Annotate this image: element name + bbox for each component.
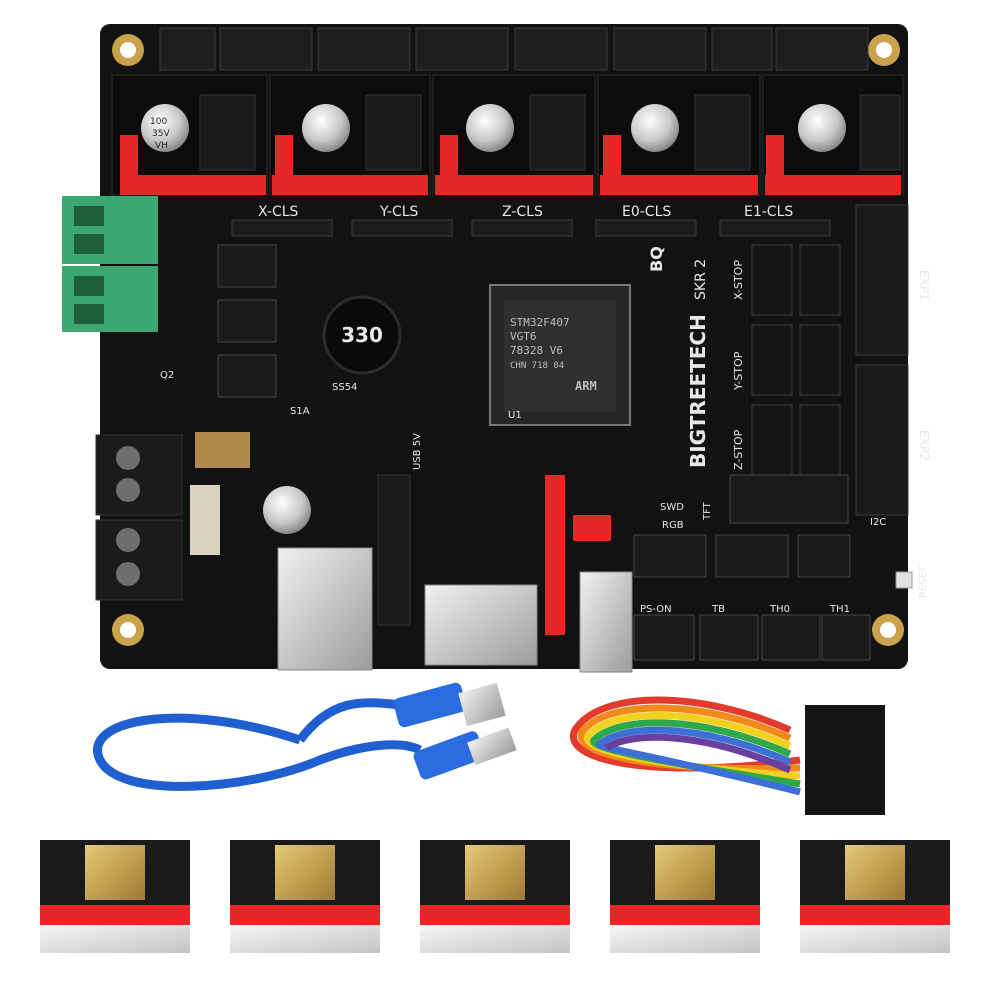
reset-button (895, 571, 913, 589)
driver-module (800, 840, 950, 953)
q2-label: Q2 (160, 370, 174, 381)
fan-connectors (217, 244, 277, 398)
model-text: SKR 2 (693, 259, 709, 300)
control-board: 100 35V VH X-CLS Y-CLS Z-CLS E0-CLS E1-C… (62, 24, 931, 673)
mcu-chip: STM32F407 VGT6 78328 V6 CHN 718 04 ARM U… (489, 284, 631, 426)
usb5v-label: USB 5V (412, 433, 423, 470)
cap-value-2: 35V (152, 129, 170, 139)
driver-module (420, 840, 570, 953)
expansion-headers: EXP1 EXP2 (855, 204, 931, 516)
s1a-label: S1A (290, 406, 310, 417)
power-terminals (62, 196, 158, 332)
driver-module (610, 840, 760, 953)
th0-label: TH0 (769, 604, 790, 615)
u1-label: U1 (508, 410, 522, 421)
x-stop-label: X-STOP (732, 260, 745, 300)
mcu-arm-logo: ARM (575, 379, 597, 393)
mcu-line-4: CHN 718 04 (510, 361, 564, 371)
tft-label: TFT (702, 501, 713, 521)
reset-label: RESET (918, 565, 929, 598)
rgb-label: RGB (662, 520, 684, 531)
tb-label: TB (711, 604, 725, 615)
capacitor (798, 104, 846, 152)
driver-module (40, 840, 190, 953)
usb-a-port (579, 571, 633, 673)
motor-connectors (159, 27, 869, 71)
capacitor (466, 104, 514, 152)
usb-b-port (277, 547, 373, 671)
pin-header-black (377, 474, 411, 626)
red-pin-header (545, 475, 565, 635)
driver-module (230, 840, 380, 953)
capacitor (302, 104, 350, 152)
jumper-caps (573, 515, 611, 541)
cls-headers (231, 219, 831, 237)
brand-block: BIGTREETECH SKR 2 BQ (647, 246, 710, 468)
driver-modules (40, 840, 950, 953)
slot-label-z: Z-CLS (502, 204, 543, 220)
fuses (190, 432, 250, 555)
slot-label-y: Y-CLS (379, 204, 419, 220)
inductor: 330 (322, 295, 402, 375)
slot-label-x: X-CLS (258, 204, 299, 220)
ps-on-label: PS-ON (640, 604, 672, 615)
exp2-label: EXP2 (917, 430, 931, 461)
z-stop-label: Z-STOP (732, 429, 745, 470)
mounting-holes (112, 34, 904, 646)
y-stop-label: Y-STOP (732, 351, 745, 391)
slot-label-e1: E1-CLS (744, 204, 793, 220)
logo-text: BQ (647, 246, 666, 272)
brand-text: BIGTREETECH (686, 314, 710, 468)
swd-label: SWD (660, 502, 684, 513)
inductor-label: 330 (341, 323, 383, 347)
capacitor (141, 104, 189, 152)
cap-value-1: 100 (150, 117, 167, 127)
bottom-connectors (633, 474, 871, 661)
mcu-line-3: 78328 V6 (510, 344, 563, 357)
ss54-label: SS54 (332, 382, 357, 393)
mcu-line-1: STM32F407 (510, 316, 570, 329)
mcu-line-2: VGT6 (510, 330, 537, 343)
sd-card-slot (424, 584, 538, 666)
usb-cable (93, 682, 517, 791)
exp1-label: EXP1 (917, 270, 931, 301)
driver-slots (111, 74, 904, 196)
slot-label-e0: E0-CLS (622, 204, 671, 220)
screw-terminals (95, 434, 183, 601)
th1-label: TH1 (829, 604, 850, 615)
ribbon-cable (569, 696, 885, 815)
cap-value-3: VH (155, 141, 168, 151)
capacitor (631, 104, 679, 152)
i2c-label: I2C (870, 517, 886, 528)
capacitor-large (263, 486, 311, 534)
endstop-connectors (751, 244, 841, 476)
